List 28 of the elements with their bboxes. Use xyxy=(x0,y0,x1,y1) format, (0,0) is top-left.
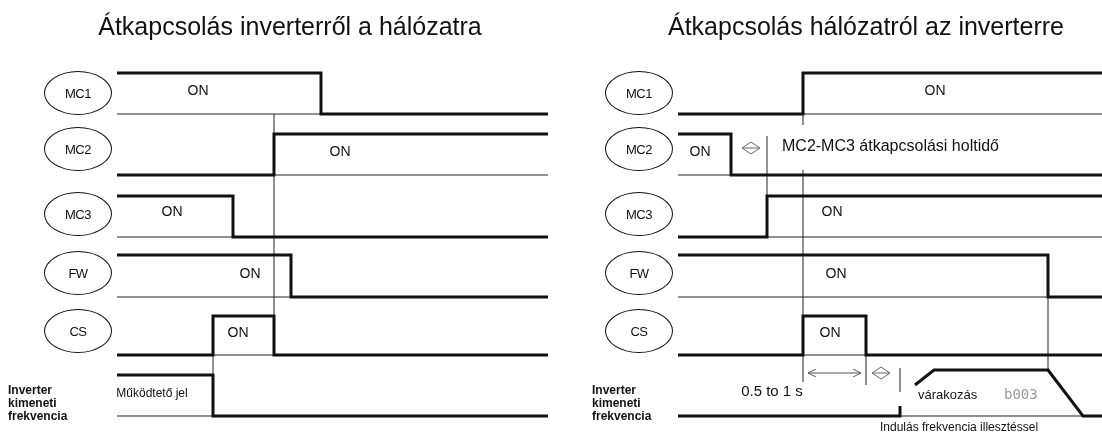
signal-name: MC2 xyxy=(65,141,91,157)
state-label: ON xyxy=(825,266,847,282)
signal-name: Inverter kimeneti frekvencia xyxy=(8,384,69,424)
state-label: ON xyxy=(161,204,183,220)
state-label: ON xyxy=(924,83,946,99)
timing-note: Indulás frekvencia illesztéssel xyxy=(880,421,1039,435)
signal-name: CS xyxy=(69,323,87,339)
signal-name: FW xyxy=(629,265,649,281)
state-label: ON xyxy=(239,266,261,282)
signal-name: FW xyxy=(68,265,88,281)
state-label: ON xyxy=(227,325,249,341)
timing-note: 0.5 to 1 s xyxy=(741,382,803,400)
signal-name: MC3 xyxy=(65,206,91,222)
timing-note: MC2-MC3 átkapcsolási holtidő xyxy=(782,137,999,155)
signal-name: MC1 xyxy=(65,85,91,101)
state-label: ON xyxy=(821,204,843,220)
state-label: ON xyxy=(689,144,711,160)
parameter-code: b003 xyxy=(1004,387,1038,403)
signal-name: MC2 xyxy=(626,141,652,157)
signal-name: MC3 xyxy=(626,206,652,222)
state-label: ON xyxy=(819,325,841,341)
timing-note: várakozás xyxy=(918,387,978,403)
state-label: ON xyxy=(329,144,351,160)
signal-name: CS xyxy=(630,323,648,339)
signal-name: MC1 xyxy=(626,85,652,101)
signal-name: Inverter kimeneti frekvencia xyxy=(592,384,653,424)
state-label: ON xyxy=(187,83,209,99)
signal-note: Működtető jel xyxy=(116,387,188,401)
